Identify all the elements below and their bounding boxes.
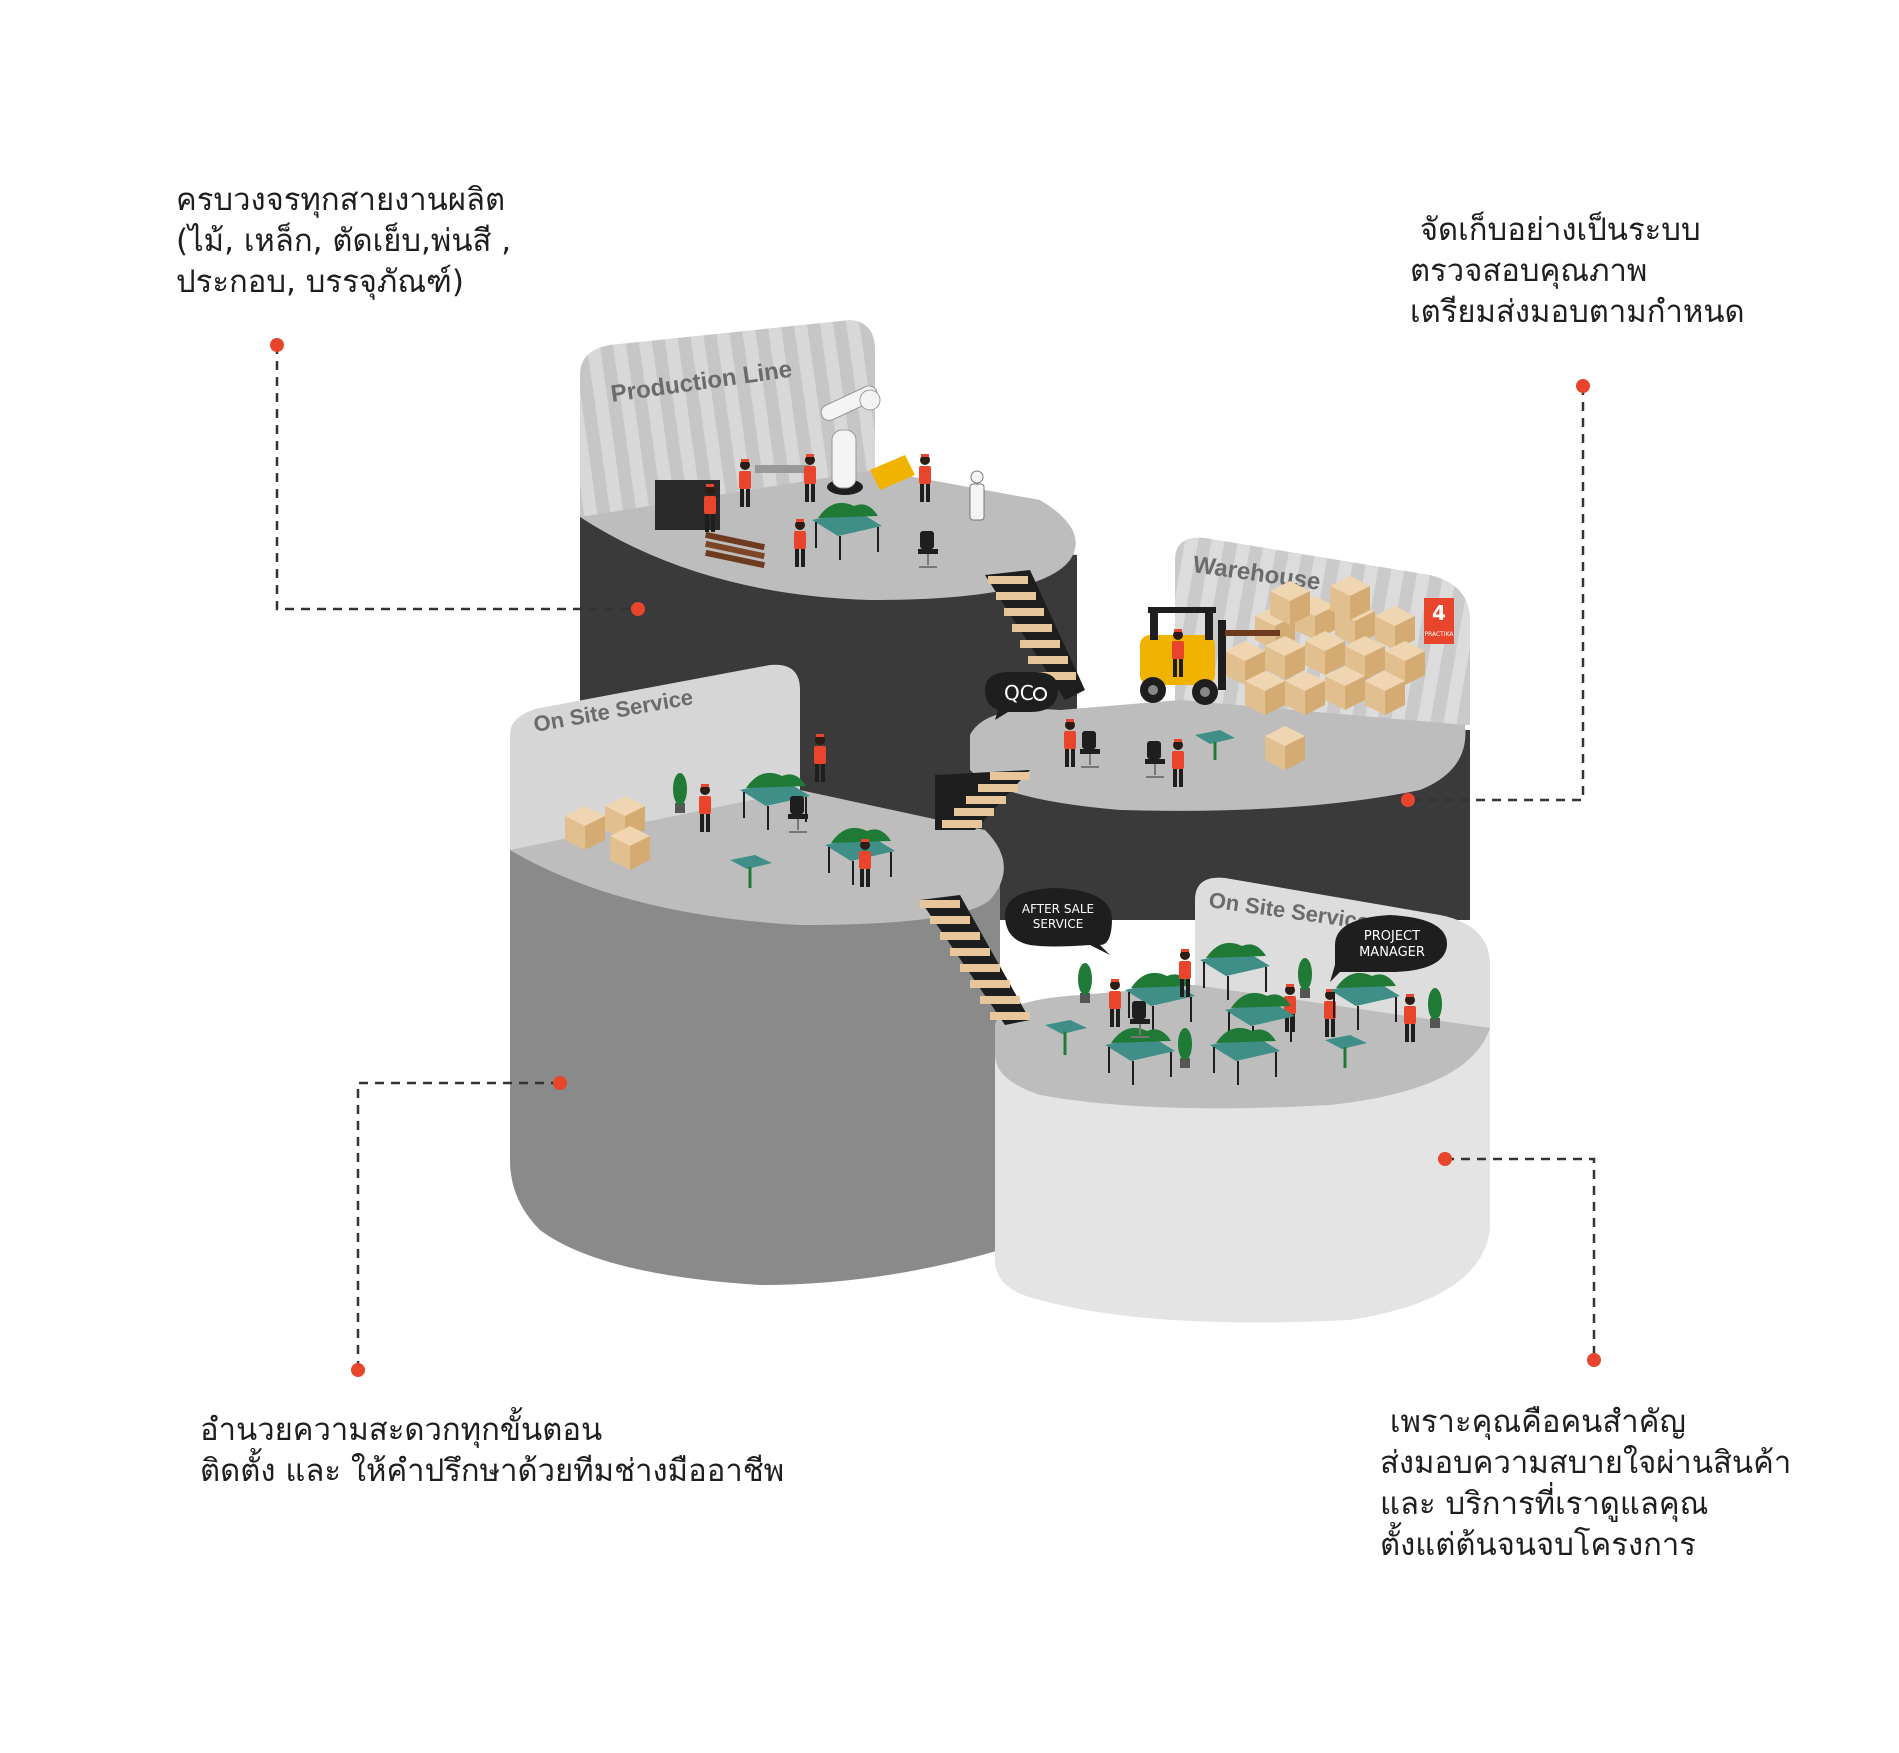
potted-plant bbox=[1078, 963, 1092, 1003]
leader-install bbox=[356, 1081, 560, 1370]
staircase bbox=[935, 770, 1030, 830]
svg-text:AFTER SALE: AFTER SALE bbox=[1022, 902, 1094, 916]
svg-text:SERVICE: SERVICE bbox=[1033, 917, 1084, 931]
staircase bbox=[985, 570, 1085, 700]
svg-text:4: 4 bbox=[1432, 601, 1446, 625]
dot-warehouse-text bbox=[1576, 379, 1590, 393]
onsite-left-block-side bbox=[510, 850, 1000, 1285]
timber-stack bbox=[705, 531, 765, 569]
dot-production-block bbox=[631, 602, 645, 616]
onsite-left-backwall bbox=[510, 664, 800, 850]
callout-line: จัดเก็บอย่างเป็นระบบ bbox=[1410, 212, 1701, 248]
project-manager-bubble: PROJECT MANAGER bbox=[1330, 915, 1448, 982]
yellow-sofa bbox=[870, 455, 915, 490]
robot-arm bbox=[820, 385, 881, 495]
callout-warehouse: จัดเก็บอย่างเป็นระบบ ตรวจสอบคุณภาพ เตรีย… bbox=[1410, 210, 1745, 333]
callout-line: เพราะคุณคือคนสำคัญ bbox=[1380, 1404, 1686, 1440]
callout-line: และ บริการที่เราดูแลคุณ bbox=[1380, 1486, 1709, 1522]
staircase bbox=[920, 895, 1030, 1025]
onsite-left-platform: On Site Service bbox=[510, 664, 1004, 1285]
dot-service-text bbox=[1587, 1353, 1601, 1367]
leader-lines bbox=[275, 345, 1596, 1370]
dot-service-block bbox=[1438, 1152, 1452, 1166]
callout-line: ตรวจสอบคุณภาพ bbox=[1410, 253, 1648, 289]
svg-text:PRACTIKA: PRACTIKA bbox=[1424, 631, 1454, 638]
callout-line: ส่งมอบความสบายใจผ่านสินค้า bbox=[1380, 1445, 1792, 1481]
small-table bbox=[1195, 730, 1235, 760]
potted-plant bbox=[673, 773, 687, 813]
potted-plant bbox=[1298, 958, 1312, 998]
qc-bubble: QC bbox=[985, 672, 1059, 720]
warehouse-floor bbox=[970, 700, 1466, 811]
callout-service: เพราะคุณคือคนสำคัญ ส่งมอบความสบายใจผ่านส… bbox=[1380, 1402, 1791, 1566]
potted-plant bbox=[1178, 1028, 1192, 1068]
leader-production bbox=[275, 345, 638, 611]
dot-production-text bbox=[270, 338, 284, 352]
svg-text:QC: QC bbox=[1004, 681, 1034, 705]
after-sale-bubble: AFTER SALE SERVICE bbox=[1005, 888, 1112, 955]
warehouse-sign: 4 PRACTIKA bbox=[1424, 598, 1454, 644]
small-table bbox=[730, 855, 772, 888]
potted-plant bbox=[1428, 988, 1442, 1028]
warehouse-platform: Warehouse 4 PRACTIKA QC bbox=[970, 537, 1470, 920]
forklift bbox=[1140, 607, 1280, 705]
callout-install: อำนวยความสะดวกทุกขั้นตอน ติดตั้ง และ ให้… bbox=[200, 1410, 784, 1492]
dot-install-block bbox=[553, 1076, 567, 1090]
callout-line: เตรียมส่งมอบตามกำหนด bbox=[1410, 294, 1745, 330]
callout-line: ติดตั้ง และ ให้คำปรึกษาด้วยทีมช่างมืออาช… bbox=[200, 1453, 785, 1489]
callout-line: ประกอบ, บรรจุภัณฑ์) bbox=[176, 264, 464, 300]
callout-line: ตั้งแต่ต้นจนจบโครงการ bbox=[1380, 1527, 1696, 1563]
callout-line: (ไม้, เหล็ก, ตัดเย็บ,พ่นสี , bbox=[176, 223, 512, 259]
leader-warehouse bbox=[1408, 386, 1585, 802]
svg-text:MANAGER: MANAGER bbox=[1359, 945, 1425, 960]
callout-production: ครบวงจรทุกสายงานผลิต (ไม้, เหล็ก, ตัดเย็… bbox=[176, 180, 511, 303]
dot-install-text bbox=[351, 1363, 365, 1377]
work-table bbox=[755, 465, 810, 473]
onsite-right-platform: On Site Service AFTER SALE SERVICE PROJE… bbox=[995, 877, 1490, 1323]
dot-warehouse-block bbox=[1401, 793, 1415, 807]
leader-service bbox=[1445, 1157, 1596, 1360]
small-table bbox=[1045, 1020, 1367, 1068]
callout-line: ครบวงจรทุกสายงานผลิต bbox=[176, 182, 506, 218]
callout-line: อำนวยความสะดวกทุกขั้นตอน bbox=[200, 1412, 603, 1448]
svg-text:PROJECT: PROJECT bbox=[1364, 929, 1420, 944]
leader-dots bbox=[270, 338, 1601, 1377]
magnifier-icon bbox=[1033, 687, 1047, 701]
painter-figure bbox=[969, 470, 985, 521]
